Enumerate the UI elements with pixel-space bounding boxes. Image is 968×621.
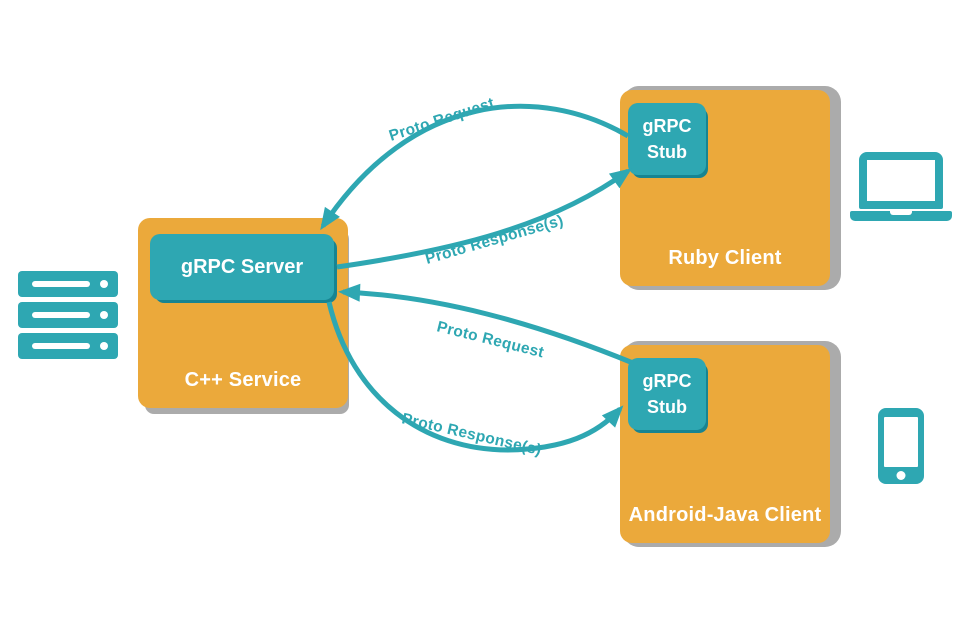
ruby-proto-response-label: Proto Response(s) <box>423 212 565 268</box>
ruby-stub-label-line2: Stub <box>647 142 687 162</box>
android-proto-response-label: Proto Response(s) <box>400 410 543 459</box>
ruby-proto-response-arrow <box>336 168 633 270</box>
android-proto-response-arrow <box>326 301 624 453</box>
server-rack-icon <box>18 271 118 364</box>
android-proto-request-label: Proto Request <box>435 318 546 361</box>
phone-icon <box>878 408 924 484</box>
cpp-service-label: C++ Service <box>184 369 302 391</box>
ruby-client-box: gRPC Stub Ruby Client <box>620 90 830 286</box>
android-java-client-box: gRPC Stub Android-Java Client <box>620 345 830 543</box>
grpc-server-label: gRPC Server <box>180 255 304 278</box>
rack-unit <box>18 271 118 297</box>
android-stub-label-line1: gRPC <box>642 370 692 391</box>
ruby-grpc-stub-box: gRPC Stub <box>628 103 706 175</box>
android-java-client-label: Android-Java Client <box>628 504 822 526</box>
cpp-service-box: gRPC Server C++ Service <box>138 218 348 408</box>
laptop-icon <box>850 152 952 221</box>
rack-unit <box>18 302 118 328</box>
rack-unit <box>18 333 118 359</box>
android-grpc-stub-box: gRPC Stub <box>628 358 706 430</box>
android-proto-request-arrow <box>338 283 634 366</box>
ruby-proto-request-label: Proto Request <box>387 95 497 145</box>
ruby-stub-label-line1: gRPC <box>642 115 692 136</box>
ruby-proto-request-arrow <box>320 103 630 231</box>
grpc-server-box: gRPC Server <box>150 234 334 300</box>
android-stub-label-line2: Stub <box>647 397 687 417</box>
laptop-screen <box>859 152 943 209</box>
laptop-base <box>850 211 952 221</box>
ruby-client-label: Ruby Client <box>668 247 782 269</box>
